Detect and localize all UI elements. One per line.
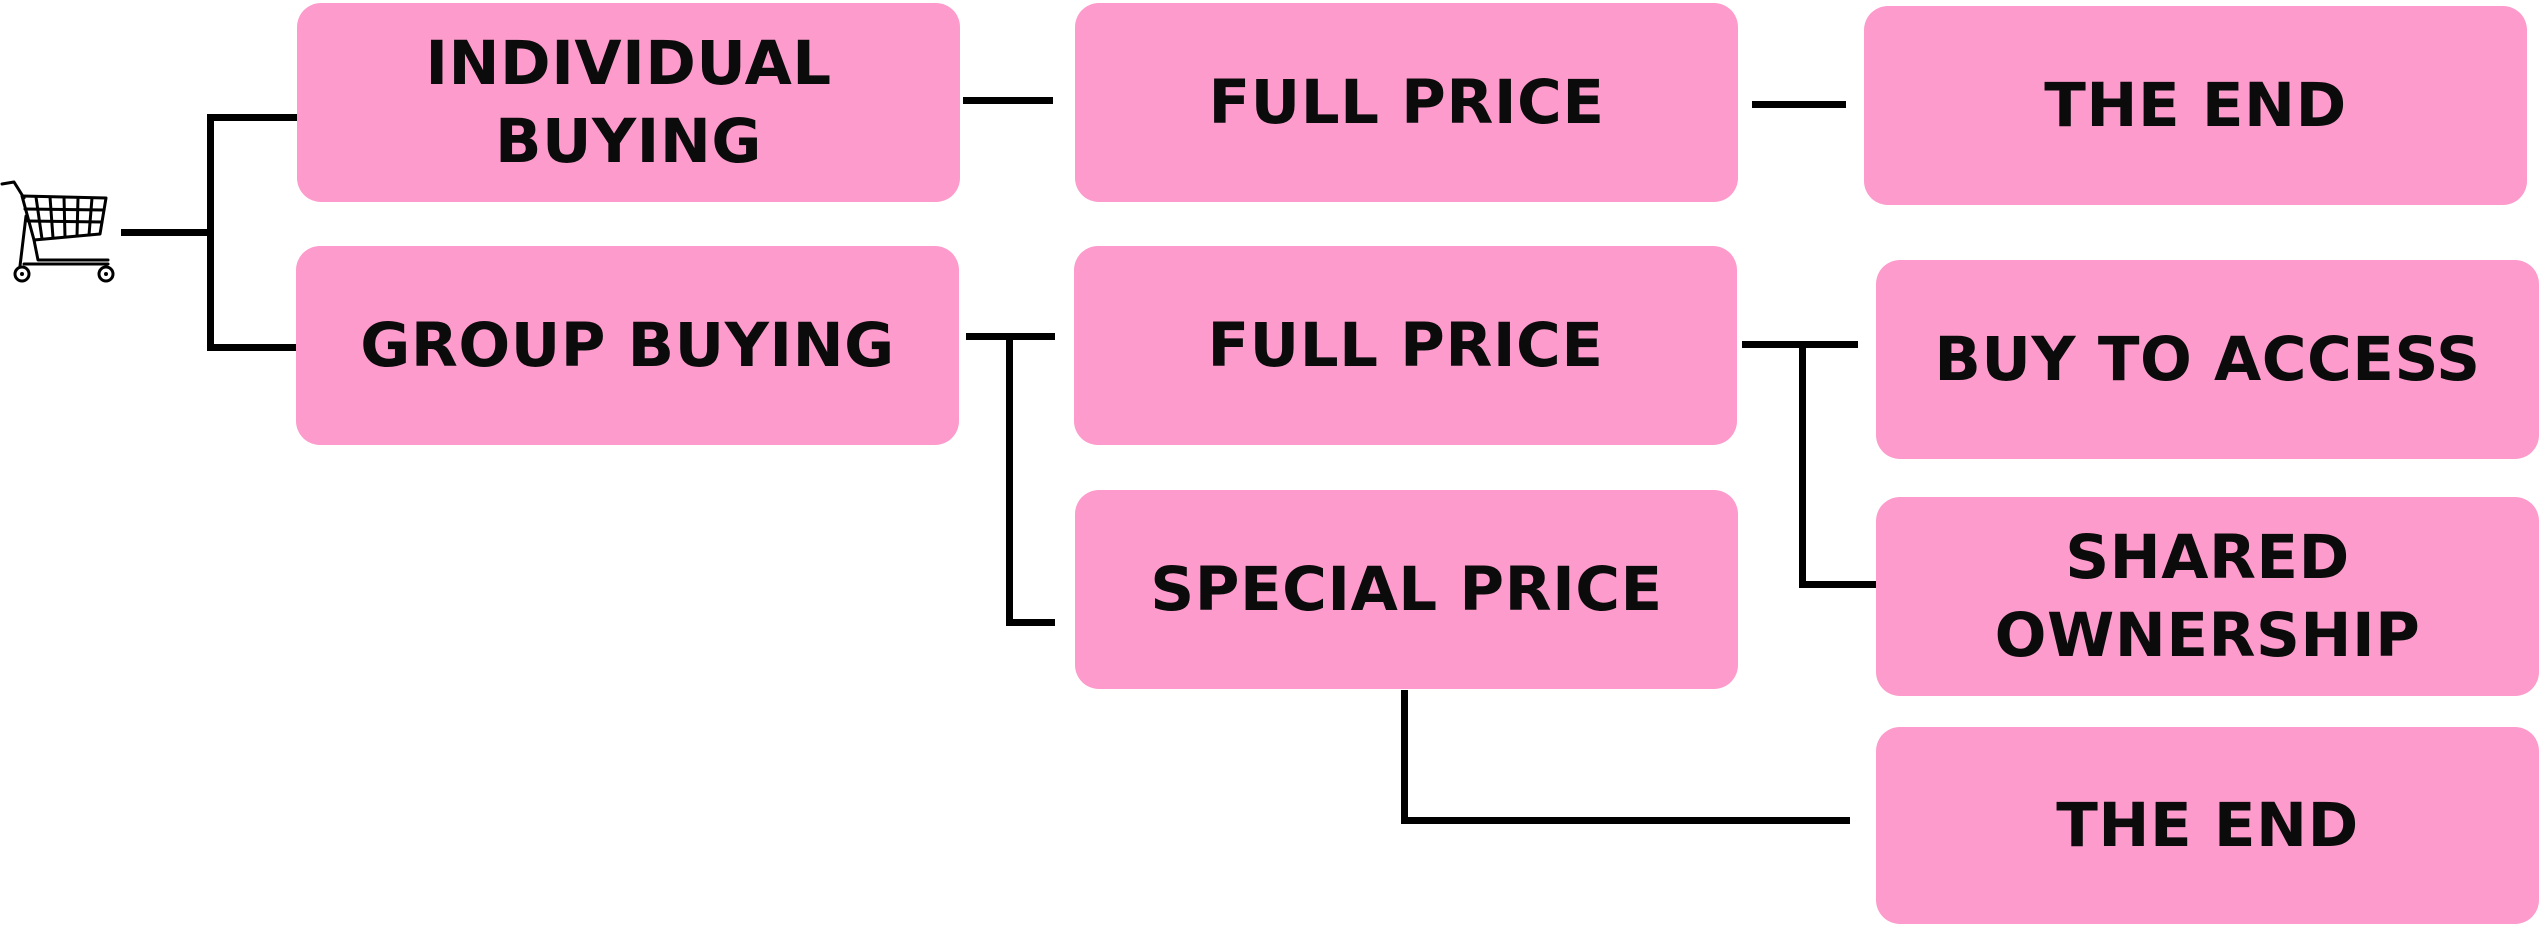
root-branch-vertical-line [207, 114, 214, 351]
individual-fullprice-to-end-line [1752, 101, 1846, 108]
shared-ownership-box: SHARED OWNERSHIP [1876, 497, 2539, 696]
fullprice-to-shared-line [1799, 581, 1877, 588]
individual-to-fullprice-line [963, 97, 1053, 104]
special-price-box: SPECIAL PRICE [1075, 490, 1738, 689]
group-buying-box: GROUP BUYING [296, 246, 959, 445]
specialprice-to-end-line [1401, 817, 1850, 824]
group-branch-vertical-line [1006, 333, 1013, 626]
individual-full-price-box: FULL PRICE [1075, 3, 1738, 202]
root-to-individual-line [207, 114, 303, 121]
shopping-cart-icon [0, 180, 115, 283]
fullprice-branch-vertical-line [1799, 341, 1806, 588]
individual-buying-box: INDIVIDUAL BUYING [297, 3, 960, 202]
individual-the-end-box: THE END [1864, 6, 2527, 205]
buy-to-access-box: BUY TO ACCESS [1876, 260, 2539, 459]
group-full-price-box: FULL PRICE [1074, 246, 1737, 445]
root-stem-line [121, 229, 211, 236]
root-to-group-line [207, 344, 303, 351]
specialprice-down-line [1401, 690, 1408, 823]
special-the-end-box: THE END [1876, 727, 2539, 924]
group-to-specialprice-line [1006, 619, 1055, 626]
